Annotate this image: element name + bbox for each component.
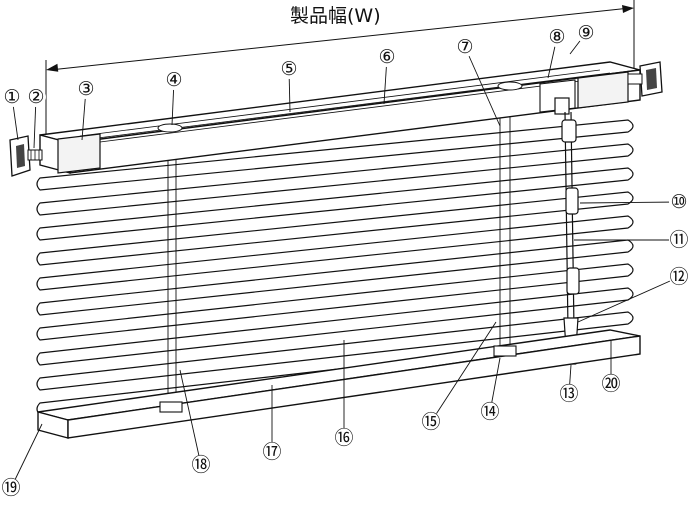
callout-16: ⑯ [334,427,353,449]
leader-line [579,201,680,204]
slat [36,239,634,316]
callout-11: ⑪ [669,229,688,251]
callout-10: ⑩ [670,191,687,213]
width-dimension: 製品幅(W) [45,0,635,150]
callout-4: ④ [165,69,182,91]
callout-9: ⑨ [577,22,594,44]
slat [36,311,634,391]
callout-backdrop [601,374,621,394]
callout-backdrop [279,59,299,79]
callout-backdrop [547,27,567,47]
slat [36,191,634,266]
callout-18: ⑱ [191,454,210,476]
slats [36,96,634,416]
callout-14: ⑭ [480,401,499,423]
leader-line [464,46,501,127]
callout-8: ⑧ [548,26,565,48]
callout-backdrop [669,230,689,250]
callout-13: ⑬ [559,383,578,405]
callout-backdrop [191,455,211,475]
callout-7: ⑦ [456,36,473,58]
left-bracket [9,135,43,177]
callout-12: ⑫ [669,266,688,288]
callout-backdrop [377,47,397,67]
callout-2: ② [27,86,44,108]
callout-backdrop [576,23,596,43]
callout-17: ⑰ [262,441,281,463]
callout-backdrop [76,79,96,99]
slat [36,167,634,241]
callout-backdrop [455,37,475,57]
callout-1: ① [3,86,20,108]
leader-line [179,369,202,466]
callout-19: ⑲ [1,477,20,499]
callout-backdrop [334,428,354,448]
callout-6: ⑥ [378,46,395,68]
width-label: 製品幅(W) [290,5,381,27]
callout-backdrop [480,402,500,422]
leader-line [577,276,680,323]
callout-5: ⑤ [280,58,297,80]
bottom-rail [37,329,641,439]
callout-20: ⑳ [601,373,620,395]
right-bracket [627,61,663,97]
callout-3: ③ [77,78,94,100]
callout-backdrop [421,412,441,432]
slat [36,215,634,291]
callout-backdrop [669,192,689,212]
slat [36,119,634,191]
callout-15: ⑮ [421,411,440,433]
slat [36,263,634,341]
callout-backdrop [164,70,184,90]
leader-line [430,321,497,423]
callout-backdrop [559,384,579,404]
callout-backdrop [669,267,689,287]
leader-line [10,423,43,489]
callout-backdrop [2,87,22,107]
callout-backdrop [262,442,282,462]
callout-backdrop [26,87,46,107]
slat [36,143,634,216]
callout-backdrop [1,478,21,498]
head-rail [39,61,641,174]
